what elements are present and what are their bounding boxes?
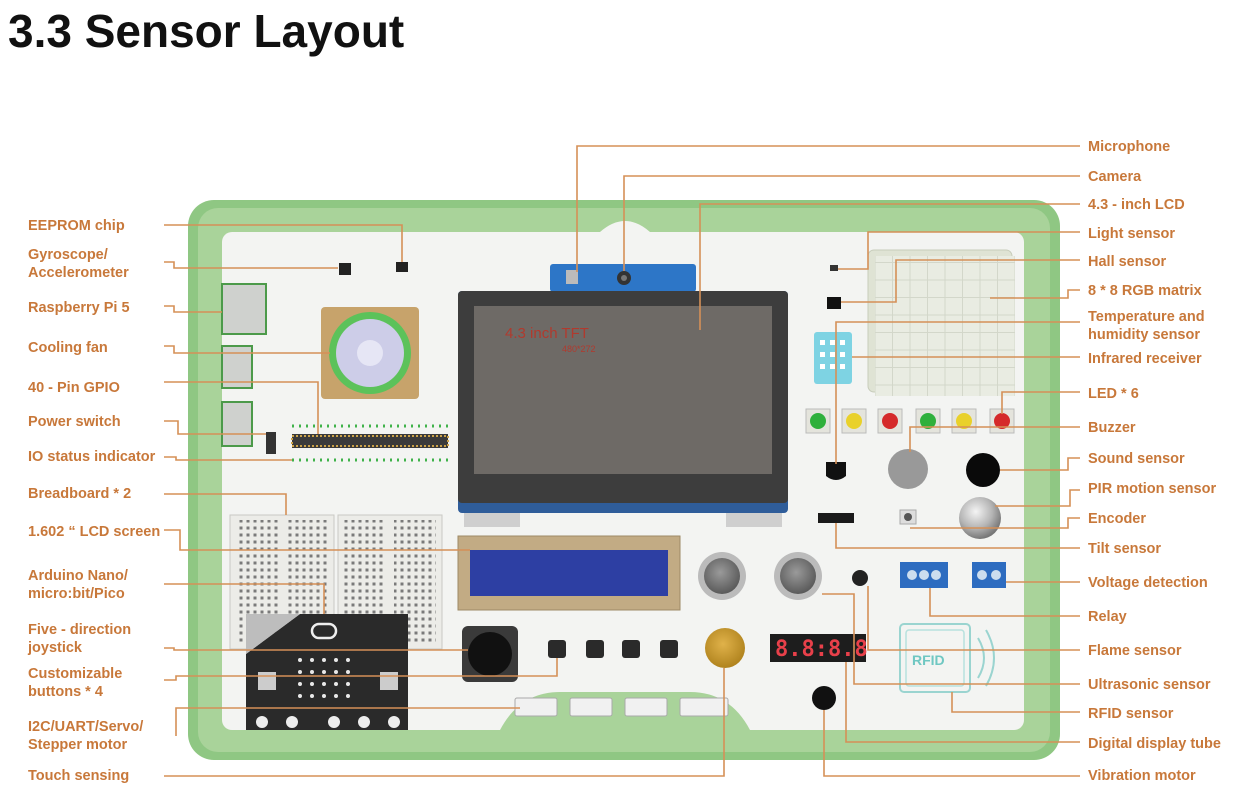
label-led6: LED * 6 — [1088, 386, 1139, 402]
sound-sensor — [966, 453, 1000, 487]
rfid-text: RFID — [912, 652, 945, 668]
label-joystick-2: joystick — [27, 640, 83, 656]
microbit-board — [246, 614, 408, 730]
label-gyro-2: Accelerometer — [28, 265, 129, 281]
label-light: Light sensor — [1088, 226, 1175, 242]
tft-screen — [474, 306, 772, 474]
tft-text: 4.3 inch TFT — [505, 325, 589, 342]
label-sound: Sound sensor — [1088, 451, 1185, 467]
label-io-status: IO status indicator — [28, 449, 156, 465]
label-buttons-2: buttons * 4 — [28, 684, 103, 700]
label-microphone: Microphone — [1088, 139, 1170, 155]
digital-display-tube: 8.8:8.8 — [770, 634, 868, 662]
tilt-sensor — [818, 513, 854, 523]
label-pir: PIR motion sensor — [1088, 481, 1216, 497]
label-temp-hum-1: Temperature and — [1088, 309, 1205, 325]
label-tilt: Tilt sensor — [1088, 541, 1161, 557]
leds — [805, 408, 1015, 434]
camera-bump — [600, 221, 650, 232]
gpio-header — [291, 434, 449, 448]
ultrasonic-sensor — [698, 552, 822, 600]
label-voltage: Voltage detection — [1088, 575, 1208, 591]
custom-buttons — [548, 640, 678, 658]
pir-motion-sensor — [959, 497, 1001, 539]
label-camera: Camera — [1088, 169, 1142, 185]
label-gyro-1: Gyroscope/ — [28, 247, 108, 263]
tft-resolution: 480*272 — [562, 344, 596, 354]
label-rgb-matrix: 8 * 8 RGB matrix — [1088, 283, 1202, 299]
label-i2c-2: Stepper motor — [28, 737, 127, 753]
joystick — [462, 626, 518, 682]
infrared-receiver — [826, 462, 846, 480]
label-gpio: 40 - Pin GPIO — [28, 380, 120, 396]
svg-text:8.8:8.8: 8.8:8.8 — [775, 637, 868, 662]
i2c-connectors — [514, 697, 729, 717]
label-temp-hum-2: humidity sensor — [1088, 327, 1200, 343]
label-touch: Touch sensing — [28, 768, 129, 784]
vibration-motor — [812, 686, 836, 710]
page-title: 3.3 Sensor Layout — [8, 5, 405, 57]
camera-module — [550, 264, 696, 292]
cooling-fan — [321, 307, 419, 399]
voltage-detection — [972, 562, 1006, 588]
eeprom-chip — [396, 262, 408, 272]
label-lcd43: 4.3 - inch LCD — [1088, 197, 1185, 213]
label-buzzer: Buzzer — [1088, 420, 1136, 436]
label-encoder: Encoder — [1088, 511, 1146, 527]
light-sensor — [830, 265, 838, 271]
label-eeprom: EEPROM chip — [28, 218, 125, 234]
label-rfid: RFID sensor — [1088, 706, 1174, 722]
rfid-sensor: RFID — [899, 623, 995, 693]
lcd1602 — [457, 535, 681, 611]
label-hall: Hall sensor — [1088, 254, 1167, 270]
labels-right: Microphone Camera 4.3 - inch LCD Light s… — [1088, 139, 1221, 784]
label-flame: Flame sensor — [1088, 643, 1182, 659]
label-joystick-1: Five - direction — [28, 622, 131, 638]
label-digital-tube: Digital display tube — [1088, 736, 1221, 752]
power-switch — [266, 432, 276, 454]
label-ultrasonic: Ultrasonic sensor — [1088, 677, 1211, 693]
temperature-humidity-sensor — [814, 332, 852, 384]
gyro-chip — [339, 263, 351, 275]
label-relay: Relay — [1088, 609, 1127, 625]
rgb-matrix — [867, 249, 1015, 396]
label-fan: Cooling fan — [28, 340, 108, 356]
label-vibration: Vibration motor — [1088, 768, 1196, 784]
label-i2c-1: I2C/UART/Servo/ — [28, 719, 143, 735]
label-rpi5: Raspberry Pi 5 — [28, 300, 130, 316]
tft-lcd: 4.3 inch TFT 480*272 — [458, 291, 788, 527]
label-nano-1: Arduino Nano/ — [28, 568, 128, 584]
label-infrared: Infrared receiver — [1088, 351, 1202, 367]
touch-pad — [705, 628, 745, 668]
raspberry-pi-ports — [221, 283, 267, 447]
flame-sensor — [852, 570, 868, 586]
leader-lines — [164, 145, 1080, 777]
label-breadboard: Breadboard * 2 — [28, 486, 131, 502]
label-lcd1602: 1.602 “ LCD screen — [28, 524, 160, 540]
hall-sensor — [827, 297, 841, 309]
labels-left: EEPROM chip Gyroscope/ Accelerometer Ras… — [27, 218, 160, 784]
label-power: Power switch — [28, 414, 121, 430]
label-buttons-1: Customizable — [28, 666, 122, 682]
relay — [900, 562, 948, 588]
microphone-chip — [566, 270, 578, 284]
microbit-led-grid — [298, 658, 350, 698]
buzzer — [888, 449, 928, 489]
label-nano-2: micro:bit/Pico — [28, 586, 125, 602]
